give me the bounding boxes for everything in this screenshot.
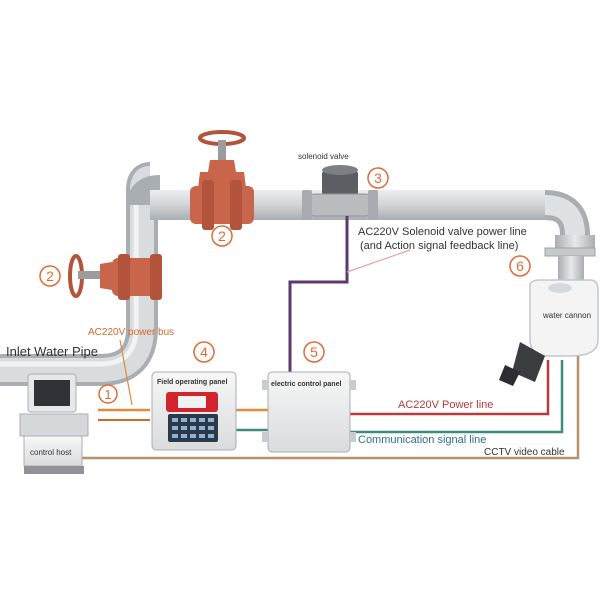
gate-valve-top — [190, 130, 254, 230]
power-line-label: AC220V Power line — [398, 399, 493, 411]
marker-control-host — [98, 384, 118, 404]
text-labels: solenoid valve AC220V Solenoid valve pow… — [6, 152, 591, 458]
cctv-cable-label: CCTV video cable — [484, 447, 565, 458]
control-host-unit — [19, 373, 89, 474]
inlet-water-pipe-label: Inlet Water Pipe — [6, 344, 98, 359]
solenoid-power-line-label: AC220V Solenoid valve power line — [358, 226, 527, 238]
connection-lines — [60, 216, 580, 460]
water-cannon-label: water cannon — [542, 311, 591, 320]
marker-solenoid — [367, 167, 389, 189]
marker-control-panel — [303, 341, 325, 363]
solenoid-valve-label: solenoid valve — [298, 152, 349, 161]
control-host-label: control host — [30, 448, 72, 457]
marker-gate-valve-top — [211, 225, 233, 247]
feedback-line-label: (and Action signal feedback line) — [360, 240, 518, 252]
marker-field-panel — [193, 341, 215, 363]
water-cannon — [499, 279, 599, 386]
communication-line-label: Communication signal line — [358, 434, 486, 446]
marker-solenoid-text: 3 — [374, 170, 382, 186]
field-operating-panel-label: Field operating panel — [157, 379, 227, 386]
gate-valve-left — [68, 254, 162, 300]
marker-water-cannon-text: 6 — [516, 258, 524, 274]
marker-control-panel-text: 5 — [310, 344, 318, 360]
marker-field-panel-text: 4 — [200, 344, 208, 360]
number-markers: 2 2 3 6 1 4 5 — [39, 167, 531, 404]
field-operating-panel-unit — [151, 371, 237, 451]
marker-water-cannon — [509, 255, 531, 277]
power-bus-label: AC220V power bus — [88, 327, 174, 338]
marker-control-host-text: 1 — [104, 387, 111, 402]
marker-gate-valve-top-text: 2 — [218, 228, 226, 244]
electric-control-panel-label: electric control panel — [271, 381, 341, 388]
electric-control-panel-unit — [262, 371, 356, 453]
marker-gate-valve-left-text: 2 — [46, 268, 54, 284]
solenoid-valve — [302, 165, 378, 220]
marker-gate-valve-left — [39, 265, 61, 287]
